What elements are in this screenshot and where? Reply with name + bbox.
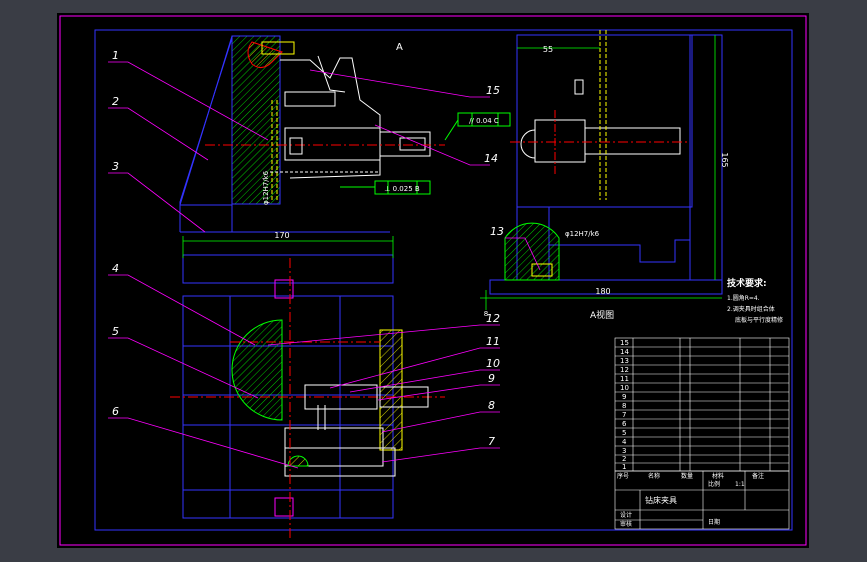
tech-line-3: 底板与平行度精修 bbox=[735, 316, 783, 324]
bom-no-15: 15 bbox=[620, 339, 629, 347]
bom-no-10: 10 bbox=[620, 384, 629, 392]
balloon-5: 5 bbox=[112, 325, 119, 338]
bom-no-1: 1 bbox=[622, 463, 626, 471]
bom-no-12: 12 bbox=[620, 366, 629, 374]
balloon-11: 11 bbox=[486, 335, 500, 348]
balloon-9: 9 bbox=[488, 372, 495, 385]
bom-no-13: 13 bbox=[620, 357, 629, 365]
bom-numbers: 15 14 13 12 11 10 9 8 7 6 5 4 3 2 1 bbox=[620, 339, 629, 471]
row-review: 审核 bbox=[620, 520, 632, 528]
bom-no-6: 6 bbox=[622, 420, 627, 428]
balloon-1: 1 bbox=[112, 49, 119, 62]
balloon-13: 13 bbox=[490, 225, 504, 238]
tech-line-1: 1.圆角R=4. bbox=[727, 294, 760, 302]
dim-width-side: 180 bbox=[595, 287, 610, 296]
bom-no-4: 4 bbox=[622, 438, 627, 446]
tech-title: 技术要求: bbox=[727, 277, 767, 289]
bill-of-materials bbox=[614, 337, 790, 530]
title-block: 钻床夹具 比例 1:1 设计 审核 日期 bbox=[620, 480, 745, 528]
bom-head-name: 名称 bbox=[648, 472, 660, 480]
fit-side: φ12H7/k6 bbox=[565, 230, 600, 238]
front-view bbox=[179, 35, 445, 233]
row-date: 日期 bbox=[708, 518, 720, 526]
bom-no-5: 5 bbox=[622, 429, 626, 437]
dim-width-top: 170 bbox=[274, 231, 289, 240]
balloon-6: 6 bbox=[112, 405, 119, 418]
tolerance-frames bbox=[340, 112, 511, 195]
row-design: 设计 bbox=[620, 511, 632, 519]
balloon-14: 14 bbox=[484, 152, 498, 165]
title-block-title: 钻床夹具 bbox=[645, 495, 677, 505]
tech-requirements: 技术要求: 1.圆角R=4. 2.调夹具时组合体 底板与平行度精修 bbox=[727, 277, 783, 324]
balloon-2: 2 bbox=[112, 95, 119, 108]
view-label-side: A视图 bbox=[590, 309, 614, 321]
balloon-10: 10 bbox=[486, 357, 500, 370]
balloon-12: 12 bbox=[486, 312, 500, 325]
balloon-8: 8 bbox=[488, 399, 495, 412]
tech-line-2: 2.调夹具时组合体 bbox=[727, 305, 775, 313]
balloon-3: 3 bbox=[112, 160, 119, 173]
balloon-labels: 1 2 3 4 5 6 7 8 9 10 11 12 13 14 15 bbox=[112, 49, 504, 448]
scale-label: 比例 bbox=[708, 480, 720, 488]
dim-height-side: 165 bbox=[720, 152, 729, 167]
balloon-7: 7 bbox=[488, 435, 495, 448]
bom-head-no: 序号 bbox=[617, 472, 629, 480]
fit-left: φ12H7/k6 bbox=[262, 170, 270, 205]
bom-no-11: 11 bbox=[620, 375, 629, 383]
bom-no-9: 9 bbox=[622, 393, 626, 401]
dim-small-gap: 8 bbox=[484, 310, 488, 318]
tolerance-flatness: // 0.04 C bbox=[469, 117, 499, 125]
balloon-15: 15 bbox=[486, 84, 500, 97]
bom-no-14: 14 bbox=[620, 348, 629, 356]
leader-lines bbox=[108, 61, 541, 469]
side-view bbox=[489, 30, 723, 295]
bom-head-qty: 数量 bbox=[681, 472, 693, 480]
dim-offset-side: 55 bbox=[543, 45, 553, 54]
bom-header: 序号 名称 数量 材料 备注 bbox=[617, 472, 764, 480]
bom-head-material: 材料 bbox=[712, 472, 724, 480]
bom-no-7: 7 bbox=[622, 411, 626, 419]
view-label-a: A bbox=[396, 42, 403, 53]
inner-frame bbox=[94, 29, 793, 531]
tolerance-perpendicular: ⊥ 0.025 B bbox=[384, 185, 420, 193]
bom-head-note: 备注 bbox=[752, 472, 764, 480]
bom-no-8: 8 bbox=[622, 402, 626, 410]
outer-frame bbox=[59, 15, 807, 546]
balloon-4: 4 bbox=[112, 262, 119, 275]
dimensions bbox=[182, 35, 722, 310]
scale-value: 1:1 bbox=[735, 481, 745, 488]
bom-no-2: 2 bbox=[622, 455, 626, 463]
bom-no-3: 3 bbox=[622, 447, 626, 455]
